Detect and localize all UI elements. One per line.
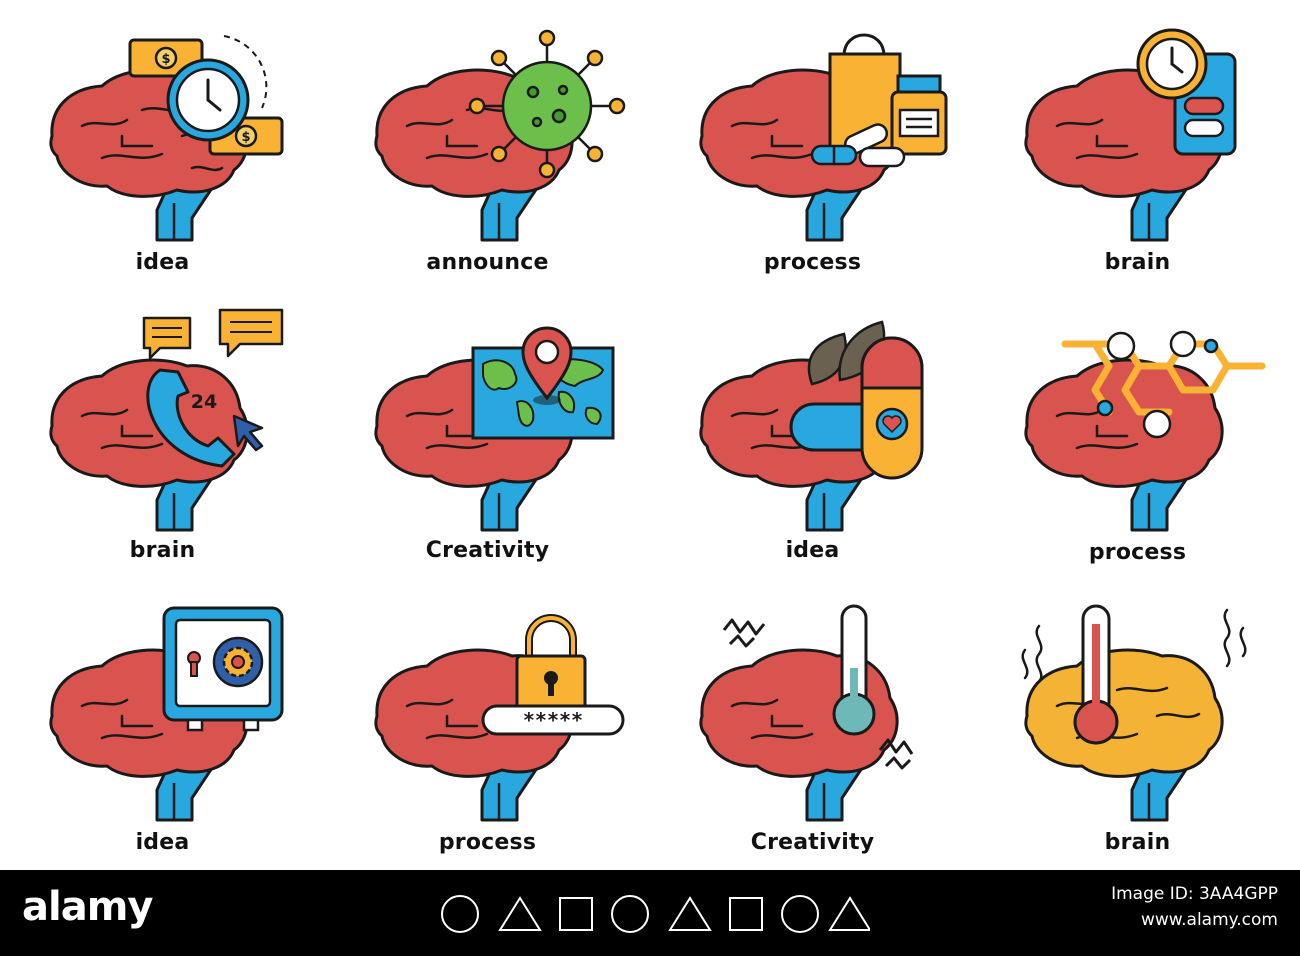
tile: $ $ idea <box>0 0 325 290</box>
tile: brain <box>975 580 1300 870</box>
brain-thermometer-hot-icon <box>1021 604 1247 822</box>
tile: brain <box>975 0 1300 290</box>
brain-icon <box>1024 648 1224 822</box>
brain-world-map-pin-icon <box>374 326 615 532</box>
tile-label: brain <box>1104 250 1171 275</box>
virus-icon <box>468 29 626 179</box>
image-id: Image ID: 3AA4GPP <box>1111 884 1278 904</box>
brain-padlock-password-icon: ***** <box>374 614 625 822</box>
tile-label: idea <box>135 830 190 855</box>
medicine-bottle-icon <box>890 74 948 156</box>
brain-time-money-icon: $ $ <box>49 35 284 242</box>
chat-bubble-icon <box>142 308 284 360</box>
tile-label: idea <box>785 538 840 563</box>
tile: idea <box>650 290 975 580</box>
clock-icon <box>166 35 268 142</box>
svg-text:$: $ <box>161 52 170 67</box>
phone-handset-icon <box>146 368 236 468</box>
tile: ***** process <box>325 580 650 870</box>
zigzag-icon <box>722 618 914 770</box>
heat-waves-icon <box>1021 608 1247 684</box>
password-field-icon: ***** <box>481 704 625 736</box>
tile: process <box>650 0 975 290</box>
tile-label: Creativity <box>750 830 875 855</box>
image-id-block: Image ID: 3AA4GPP www.alamy.com <box>1111 884 1278 930</box>
padlock-icon <box>515 614 587 714</box>
brain-24h-support-icon: 24 <box>49 308 284 532</box>
thermometer-icon <box>1073 604 1119 745</box>
molecule-atoms-icon <box>1096 330 1219 439</box>
tile: announce <box>325 0 650 290</box>
svg-text:$: $ <box>241 130 250 145</box>
brain-icon <box>1024 68 1224 242</box>
brain-icon <box>699 648 899 822</box>
tile-label: process <box>1088 540 1187 565</box>
tile-label: idea <box>135 250 190 275</box>
brain-virus-icon <box>374 29 626 242</box>
cursor-icon <box>232 414 264 452</box>
brain-shopping-pills-icon <box>699 33 948 242</box>
tile-label: process <box>438 830 537 855</box>
tile: idea <box>0 580 325 870</box>
brain-herbal-capsule-icon <box>699 320 924 532</box>
safe-icon <box>162 606 284 732</box>
brain-molecule-icon <box>1024 330 1266 532</box>
brain-icon <box>1024 358 1224 532</box>
watermark-logo: alamy <box>22 884 153 930</box>
tile: process <box>975 290 1300 580</box>
tile: Creativity <box>325 290 650 580</box>
clock-icon <box>1136 28 1208 100</box>
watermark-pattern <box>441 895 870 933</box>
tile-label: brain <box>1104 830 1171 855</box>
support-hours: 24 <box>191 391 217 413</box>
tile-label: brain <box>129 538 196 563</box>
tile: Creativity <box>650 580 975 870</box>
site-url: www.alamy.com <box>1140 910 1278 930</box>
location-pin-icon <box>521 326 573 405</box>
brain-clock-phone-pills-icon <box>1024 28 1237 242</box>
pills-icon <box>810 123 906 168</box>
capsule-icon <box>789 336 924 480</box>
watermark-bar: alamy Image ID: 3AA4GPP www.alamy.com <box>0 870 1300 956</box>
tile-label: announce <box>426 250 549 275</box>
tile-label: Creativity <box>425 538 550 563</box>
brain-safe-icon <box>49 606 284 822</box>
password-mask: ***** <box>523 708 583 732</box>
tile-label: process <box>763 250 862 275</box>
leaf-icon <box>807 320 886 386</box>
thermometer-icon <box>832 604 876 736</box>
brain-thermometer-cold-icon <box>699 604 914 822</box>
tile: 24 brain <box>0 290 325 580</box>
icon-grid: $ $ idea <box>0 0 1300 870</box>
